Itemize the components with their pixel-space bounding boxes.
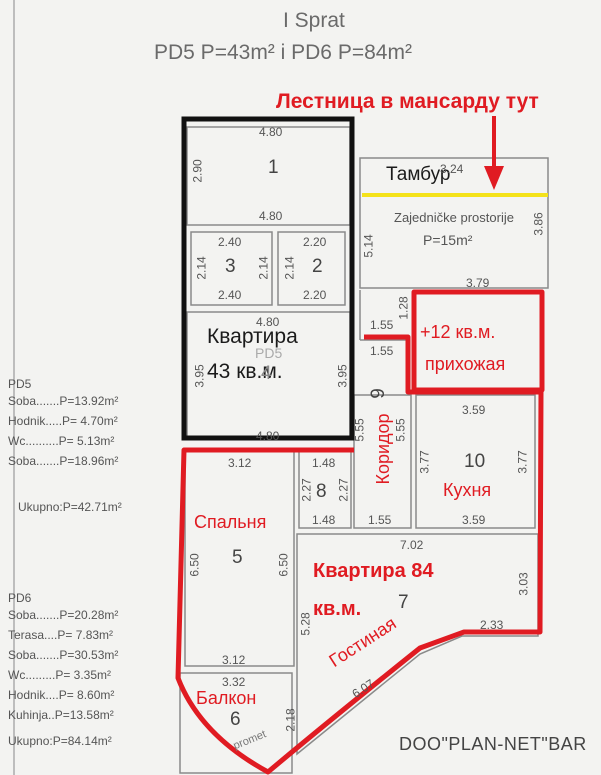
room-number-10: 10	[464, 451, 486, 472]
dimension-label: 3.77	[515, 450, 530, 474]
dimension-label: 3.95	[192, 364, 207, 388]
room-number-7: 7	[398, 592, 409, 613]
legend-pd6-row: Soba.......P=30.53m²	[8, 648, 119, 662]
legend-pd6-total: Ukupno:P=84.14m²	[8, 734, 112, 748]
apartment-43-label-2: 43 кв.м.	[207, 360, 283, 383]
company-name: DOO"PLAN-NET"BAR	[399, 734, 587, 754]
hallway-plus12-outline	[411, 289, 545, 393]
legend-pd5: PD5 Soba.......P=13.92m² Hodnik.....P= 4…	[8, 378, 122, 513]
dimension-label: 2.14	[282, 256, 297, 280]
apartment-84-boundary	[175, 334, 544, 775]
dimension-label: 4.80	[256, 429, 280, 443]
room-number-3: 3	[225, 256, 236, 277]
room-9-wall	[353, 394, 412, 529]
room-number-4: 4	[261, 363, 272, 384]
room-number-1: 1	[268, 157, 279, 178]
apartment-43-label-1: Квартира	[207, 325, 298, 348]
floor-title: I Sprat	[283, 9, 345, 32]
stairs-annotation: Лестница в мансарду тут	[276, 90, 539, 113]
tambur-annotation: Тамбур	[386, 164, 451, 185]
legend-pd6-row: Hodnik....P= 8.60m²	[8, 688, 115, 702]
common-room-name: Zajedničke prostorije	[394, 210, 514, 225]
dimension-label: 2.27	[336, 478, 351, 502]
room-2-wall	[277, 231, 346, 306]
dimension-label: 1.55	[370, 344, 394, 358]
dimension-label: 3.79	[466, 276, 490, 290]
apartment-84-label-1: Квартира 84	[313, 560, 434, 582]
balcony-label: Балкон	[196, 688, 257, 708]
legend-pd6-row: Kuhinja..P=13.58m²	[8, 708, 114, 722]
dimension-label: 2.14	[256, 256, 271, 280]
dimension-label: 2.40	[218, 235, 242, 249]
dimension-label: 3.95	[335, 364, 350, 388]
dimension-label: 1.55	[370, 318, 394, 332]
legend-pd6-heading: PD6	[8, 591, 32, 605]
legend-pd6: PD6 Soba.......P=20.28m² Terasa....P= 7.…	[8, 592, 118, 747]
dimension-label: 3.86	[531, 212, 546, 236]
common-room-wall	[359, 157, 549, 289]
legend-pd5-row: Wc..........P= 5.13m²	[8, 434, 115, 448]
dimension-label: 5.28	[298, 612, 313, 636]
apartment-43-outline	[181, 116, 355, 441]
dimension-label: 6.50	[276, 553, 291, 577]
dimension-label: 3.24	[440, 162, 464, 176]
dimension-label: 2.27	[299, 478, 314, 502]
hallway-plus12-label-1: +12 кв.м.	[420, 322, 496, 342]
dimension-label: 7.02	[400, 538, 424, 552]
dimension-label: 1.48	[312, 456, 336, 470]
dimension-label: 6.50	[187, 553, 202, 577]
dimension-label: 5.55	[352, 418, 367, 442]
room-3-wall	[190, 231, 273, 306]
kitchen-label: Кухня	[443, 480, 492, 500]
area-summary: PD5 P=43m² i PD6 P=84m²	[154, 41, 412, 64]
room-number-8: 8	[316, 481, 327, 502]
legend-pd6-row: Wc.........P= 3.35m²	[8, 668, 112, 682]
legend-pd5-row: Soba.......P=18.96m²	[8, 454, 119, 468]
dimension-label: 3.77	[417, 450, 432, 474]
common-room-area: P=15m²	[423, 232, 473, 248]
room-pd5-mark: PD5	[255, 345, 283, 361]
room-6-wall	[179, 672, 293, 774]
dimension-label: 2.90	[190, 159, 205, 183]
dimension-label: 2.20	[303, 235, 327, 249]
legend-pd5-row: Soba.......P=13.92m²	[8, 394, 119, 408]
dimension-label: 5.55	[393, 418, 408, 442]
dimension-label: 1.28	[396, 296, 411, 320]
room-number-5: 5	[232, 547, 243, 568]
room-number-9: 9	[367, 388, 389, 399]
dimension-label: 4.80	[259, 209, 283, 223]
dimension-label: 2.40	[218, 288, 242, 302]
dimension-label: 4.80	[256, 315, 280, 329]
room-10-wall	[415, 394, 536, 529]
legend-pd5-heading: PD5	[8, 377, 32, 391]
corridor-label: Коридор	[373, 413, 393, 485]
dimension-label: 2.20	[303, 288, 327, 302]
legend-pd6-row: Terasa....P= 7.83m²	[8, 628, 114, 642]
apartment-84-outline	[175, 289, 545, 775]
dimension-label: 1.55	[368, 513, 392, 527]
dimension-label: 3.59	[462, 403, 486, 417]
dimension-label: 3.03	[516, 572, 531, 596]
dimension-label: 4.80	[259, 125, 283, 139]
dimension-label: 5.14	[361, 234, 376, 258]
dimension-label: 3.59	[462, 513, 486, 527]
dimension-label: 2.14	[194, 256, 209, 280]
dimension-label: 3.12	[222, 653, 246, 667]
dimension-label: 2.33	[480, 618, 504, 632]
stairs-arrow-icon	[484, 116, 504, 190]
apartment-84-label-2: кв.м.	[313, 598, 362, 620]
bedroom-label: Спальня	[194, 512, 267, 532]
legend-pd6-row: Soba.......P=20.28m²	[8, 608, 119, 622]
dimension-label: 3.12	[228, 456, 252, 470]
dimension-label: 2.18	[283, 708, 298, 732]
dimension-label: 3.32	[222, 675, 246, 689]
dimension-label: 1.48	[312, 513, 336, 527]
legend-pd5-total: Ukupno:P=42.71m²	[18, 500, 122, 514]
hallway-plus12-label-2: прихожая	[425, 354, 506, 374]
room-number-2: 2	[312, 256, 323, 277]
legend-pd5-row: Hodnik.....P= 4.70m²	[8, 414, 118, 428]
room-number-6: 6	[230, 709, 241, 730]
